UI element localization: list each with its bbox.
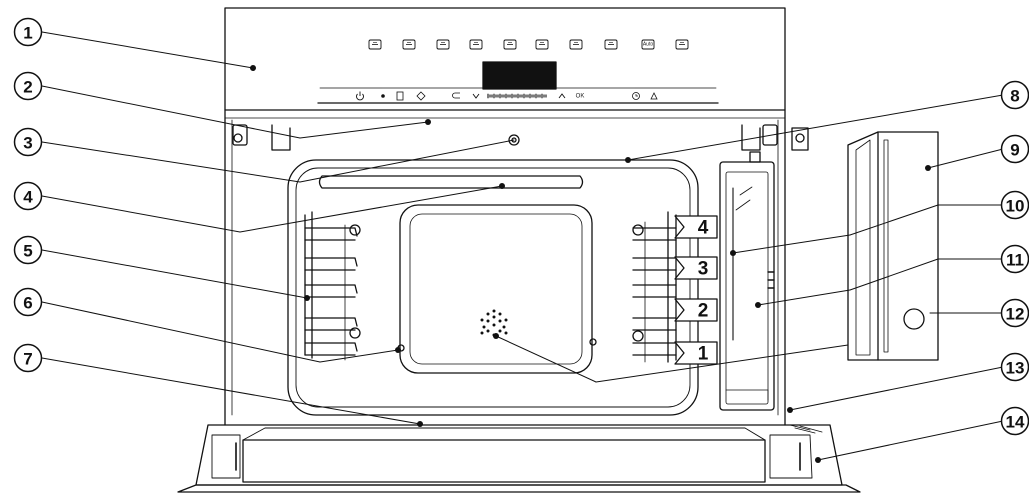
callout-2: 2 (13, 71, 43, 101)
sensor-3 (508, 134, 520, 146)
up-icon[interactable] (558, 93, 566, 99)
oven-frame-sides (224, 109, 786, 426)
level-number-1: 1 (698, 344, 709, 365)
back-icon[interactable] (452, 92, 461, 99)
sensor-button-row: Auto (368, 39, 689, 50)
callout-number: 5 (23, 242, 32, 261)
grill-icon[interactable] (368, 39, 382, 50)
hinge-right (741, 124, 761, 151)
tray-icon[interactable] (604, 39, 618, 50)
container-lid-button (903, 308, 925, 330)
bracket-left (232, 124, 248, 146)
callout-number: 12 (1006, 305, 1025, 324)
bottom-heat-icon[interactable] (469, 39, 483, 50)
slot-bottom (725, 389, 769, 401)
slot-marks (767, 271, 775, 289)
ok-label: OK (576, 94, 585, 100)
display-icon[interactable] (675, 39, 689, 50)
slot-detail (735, 186, 753, 211)
ok-icon[interactable]: OK (576, 94, 585, 100)
auto-label: Auto (643, 42, 654, 48)
callout-number: 7 (23, 350, 32, 369)
door-icon[interactable] (396, 91, 404, 101)
callout-number: 3 (23, 134, 32, 153)
callout-number: 13 (1006, 359, 1025, 378)
level-number-3: 3 (698, 259, 709, 280)
timer-icon[interactable] (632, 92, 640, 100)
top-heat-icon[interactable] (503, 39, 517, 50)
callout-9: 9 (1000, 134, 1029, 164)
callout-number: 9 (1010, 141, 1019, 160)
fan-grille (480, 309, 508, 337)
bracket-right-hole (795, 133, 805, 143)
callout-4: 4 (13, 181, 43, 211)
callout-number: 8 (1010, 87, 1019, 106)
small-latch (749, 151, 761, 163)
callout-number: 6 (23, 294, 32, 313)
heating-element-4 (318, 175, 584, 189)
auto-icon[interactable]: Auto (641, 39, 655, 50)
level-tabs (674, 215, 718, 365)
oven-frame-inner (231, 119, 779, 416)
callout-3: 3 (13, 127, 43, 157)
control-panel-housing (224, 7, 786, 111)
slider-icon[interactable] (487, 93, 547, 99)
callout-5: 5 (13, 235, 43, 265)
callout-number: 4 (23, 188, 33, 207)
hinge-left (271, 124, 291, 151)
right-shelf-runners (632, 211, 677, 363)
callout-number: 1 (23, 24, 32, 43)
dot-icon[interactable] (381, 94, 385, 98)
light-icon[interactable] (416, 91, 426, 101)
callout-12: 12 (1000, 298, 1029, 328)
extra-icon[interactable] (650, 92, 658, 100)
level-number-2: 2 (698, 301, 709, 322)
left-shelf-runners (304, 211, 361, 361)
combi-icon[interactable] (535, 39, 549, 50)
callout-13: 13 (1000, 352, 1029, 382)
level-labels: 4 3 2 1 (698, 218, 709, 365)
level-number-4: 4 (698, 218, 709, 239)
down-icon[interactable] (472, 93, 480, 99)
callout-number: 14 (1006, 413, 1025, 432)
navigation-row: OK (356, 91, 658, 101)
frame-right-plate (791, 127, 809, 151)
callout-14: 14 (1000, 406, 1029, 436)
back-panel (399, 204, 593, 374)
display (482, 61, 557, 90)
defrost-icon[interactable] (569, 39, 583, 50)
callout-1: 1 (13, 17, 43, 47)
container-slot (719, 161, 775, 411)
callout-number: 2 (23, 78, 32, 97)
callout-6: 6 (13, 287, 43, 317)
callout-number: 11 (1006, 251, 1024, 270)
water-container (847, 131, 939, 361)
hole-right (589, 338, 597, 346)
power-icon[interactable] (356, 91, 364, 101)
steam-icon[interactable] (436, 39, 450, 50)
bracket-right (762, 124, 778, 146)
callout-8: 8 (1000, 80, 1029, 110)
callout-10: 10 (1000, 190, 1029, 220)
callout-7: 7 (13, 343, 43, 373)
fan-icon[interactable] (402, 39, 416, 50)
back-panel-inner (409, 213, 583, 365)
container-slot-inner (725, 171, 769, 405)
leader-lines (41, 31, 1004, 461)
callout-number: 10 (1006, 197, 1025, 216)
callout-11: 11 (1000, 244, 1029, 274)
bracket-left-hole (233, 133, 243, 143)
leader-dots (250, 65, 931, 463)
cavity-outer (287, 159, 699, 416)
oven-door (177, 424, 861, 493)
cavity-inner (295, 167, 691, 408)
